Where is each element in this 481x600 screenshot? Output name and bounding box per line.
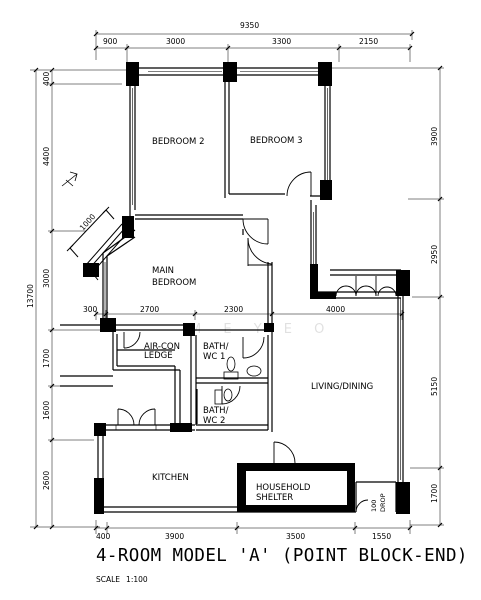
scale-label: SCALE (96, 575, 121, 584)
sanitary-fixtures (115, 356, 262, 431)
dim-left-5: 1600 (42, 401, 51, 420)
dim-bottom-3: 3500 (286, 532, 305, 541)
dim-right-4: 1700 (430, 484, 439, 503)
dim-left-6: 2600 (42, 471, 51, 490)
dim-bottom-4: 1550 (372, 532, 391, 541)
dim-bottom-2: 3900 (165, 532, 184, 541)
room-master-bedroom-line1: MAIN (152, 266, 174, 276)
dim-right-1: 3900 (430, 127, 439, 146)
dim-left-1: 400 (42, 71, 51, 86)
dim-mid-2: 2700 (140, 305, 159, 314)
plan-title: 4-ROOM MODEL 'A' (POINT BLOCK-END) (96, 546, 468, 566)
refuse-label-line1: 100 (370, 500, 378, 512)
room-bedroom-3: BEDROOM 3 (250, 136, 302, 146)
dim-left-2: 4400 (42, 147, 51, 166)
room-master-bedroom-line2: BEDROOM (152, 278, 196, 288)
room-living-dining: LIVING/DINING (311, 382, 373, 392)
room-labels: BEDROOM 2 BEDROOM 3 MAIN BEDROOM AIR-CON… (144, 136, 387, 512)
room-aircon-ledge-line2: LEDGE (144, 351, 173, 361)
room-aircon-ledge-line1: AIR-CON (144, 342, 180, 352)
room-bath1-line1: BATH/ (203, 342, 229, 352)
dim-mid-4: 4000 (326, 305, 345, 314)
dim-top-3: 3300 (272, 37, 291, 46)
dim-mid-3: 2300 (224, 305, 243, 314)
room-shelter-line2: SHELTER (256, 493, 293, 503)
dimension-ticks (33, 31, 443, 531)
dim-right-3: 5150 (430, 377, 439, 396)
scale-note: SCALE 1:100 (96, 575, 154, 584)
dim-left-3: 3000 (42, 269, 51, 288)
room-shelter-line1: HOUSEHOLD (256, 483, 311, 493)
room-kitchen: KITCHEN (152, 473, 189, 483)
dim-right-2: 2950 (430, 245, 439, 264)
dim-top-total: 9350 (240, 21, 259, 30)
room-bath1-line2: WC 1 (203, 352, 225, 362)
walls (60, 67, 404, 513)
windows (104, 71, 401, 480)
watermark: M E Y E O (190, 322, 334, 337)
structural-columns (83, 62, 410, 514)
dimension-labels: 9350 900 3000 3300 2150 13700 400 4400 3… (26, 21, 439, 541)
dim-top-1: 900 (103, 37, 118, 46)
north-arrow-icon (61, 171, 78, 187)
dim-left-total: 13700 (26, 284, 35, 308)
scale-value: 1:100 (126, 575, 148, 584)
dim-mid-1: 300 (83, 305, 98, 314)
dimension-lines (30, 30, 444, 534)
dim-left-4: 1700 (42, 349, 51, 368)
dim-top-4: 2150 (359, 37, 378, 46)
room-bath2-line1: BATH/ (203, 406, 229, 416)
refuse-label-line2: DROP (379, 493, 387, 512)
dim-top-2: 3000 (166, 37, 185, 46)
dim-bottom-1: 400 (96, 532, 111, 541)
room-bath2-line2: WC 2 (203, 416, 225, 426)
bay-window (66, 206, 129, 281)
room-bedroom-2: BEDROOM 2 (152, 137, 204, 147)
